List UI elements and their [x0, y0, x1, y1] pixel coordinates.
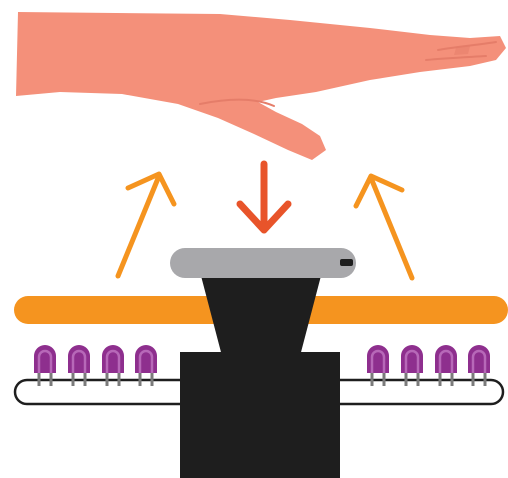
fingernail — [454, 46, 470, 55]
down-arrow-head — [236, 200, 292, 234]
arrow-up-right-icon — [353, 173, 415, 281]
magnet-icon — [135, 345, 157, 386]
plunger — [180, 272, 340, 478]
indicator-light — [340, 259, 353, 266]
magnet-body — [435, 345, 457, 373]
up-left-arrow-shaft — [115, 173, 162, 279]
magnet-highlight — [370, 349, 386, 373]
magnet-body — [102, 345, 124, 373]
magnet-highlight — [438, 349, 454, 373]
magnet-body — [135, 345, 157, 373]
magnet-group-left — [34, 345, 157, 386]
magnet-highlight — [404, 349, 420, 373]
finger-crease — [425, 55, 487, 61]
magnet-highlight — [71, 349, 87, 373]
magnet-icon — [102, 345, 124, 386]
arrow-down-icon — [236, 160, 292, 234]
magnet-icon — [68, 345, 90, 386]
button-cap-shape — [170, 248, 356, 278]
magnet-highlight — [138, 349, 154, 373]
magnet-icon — [468, 345, 490, 386]
plunger-stem — [200, 272, 322, 356]
plunger-base — [180, 352, 340, 478]
magnet-group-right — [367, 345, 490, 386]
thumb-crease — [199, 98, 275, 107]
hand-shape — [16, 12, 506, 160]
magnet-body — [68, 345, 90, 373]
fingertip-crease — [437, 41, 497, 51]
arrow-up-left-icon — [115, 171, 177, 279]
magnet-highlight — [105, 349, 121, 373]
magnet-icon — [401, 345, 423, 386]
magnet-body — [468, 345, 490, 373]
magnet-icon — [34, 345, 56, 386]
magnet-icon — [367, 345, 389, 386]
magnet-body — [401, 345, 423, 373]
magnet-highlight — [471, 349, 487, 373]
up-left-arrow-head — [125, 171, 177, 207]
magnet-highlight — [37, 349, 53, 373]
magnet-icon — [435, 345, 457, 386]
button-cap — [170, 248, 356, 278]
up-right-arrow-head — [353, 173, 405, 209]
magnet-body — [367, 345, 389, 373]
hand-icon — [16, 12, 506, 160]
up-right-arrow-shaft — [368, 175, 415, 281]
magnet-body — [34, 345, 56, 373]
